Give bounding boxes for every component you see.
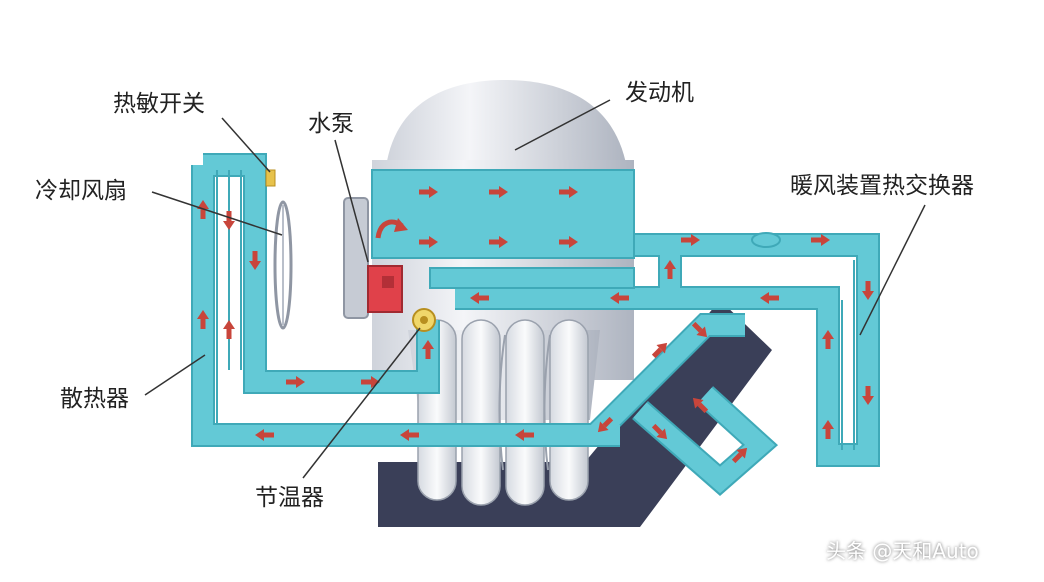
- water-pump: [343, 197, 408, 319]
- label-radiator: 散热器: [60, 386, 129, 412]
- label-thermostat: 节温器: [255, 485, 324, 511]
- cooling-fan: [273, 200, 293, 330]
- label-engine: 发动机: [625, 80, 694, 106]
- thermostat-valve: [412, 308, 436, 332]
- heater-valve: [751, 232, 781, 248]
- radiator: [216, 170, 242, 423]
- label-heater-core: 暖风装置热交换器: [790, 173, 974, 199]
- flow-arrow: [223, 320, 235, 339]
- label-thermo-switch: 热敏开关: [113, 91, 205, 117]
- label-water-pump: 水泵: [308, 111, 354, 137]
- thermo-switch-sensor: [265, 169, 276, 187]
- heater-core: [841, 260, 855, 450]
- engine-water-jacket: [371, 169, 635, 289]
- flow-arrow: [223, 211, 235, 230]
- engine-cylinders: [417, 319, 589, 506]
- leader-lines: [144, 99, 926, 479]
- watermark: 头条 @天和Auto: [826, 539, 979, 563]
- label-cooling-fan: 冷却风扇: [35, 178, 127, 204]
